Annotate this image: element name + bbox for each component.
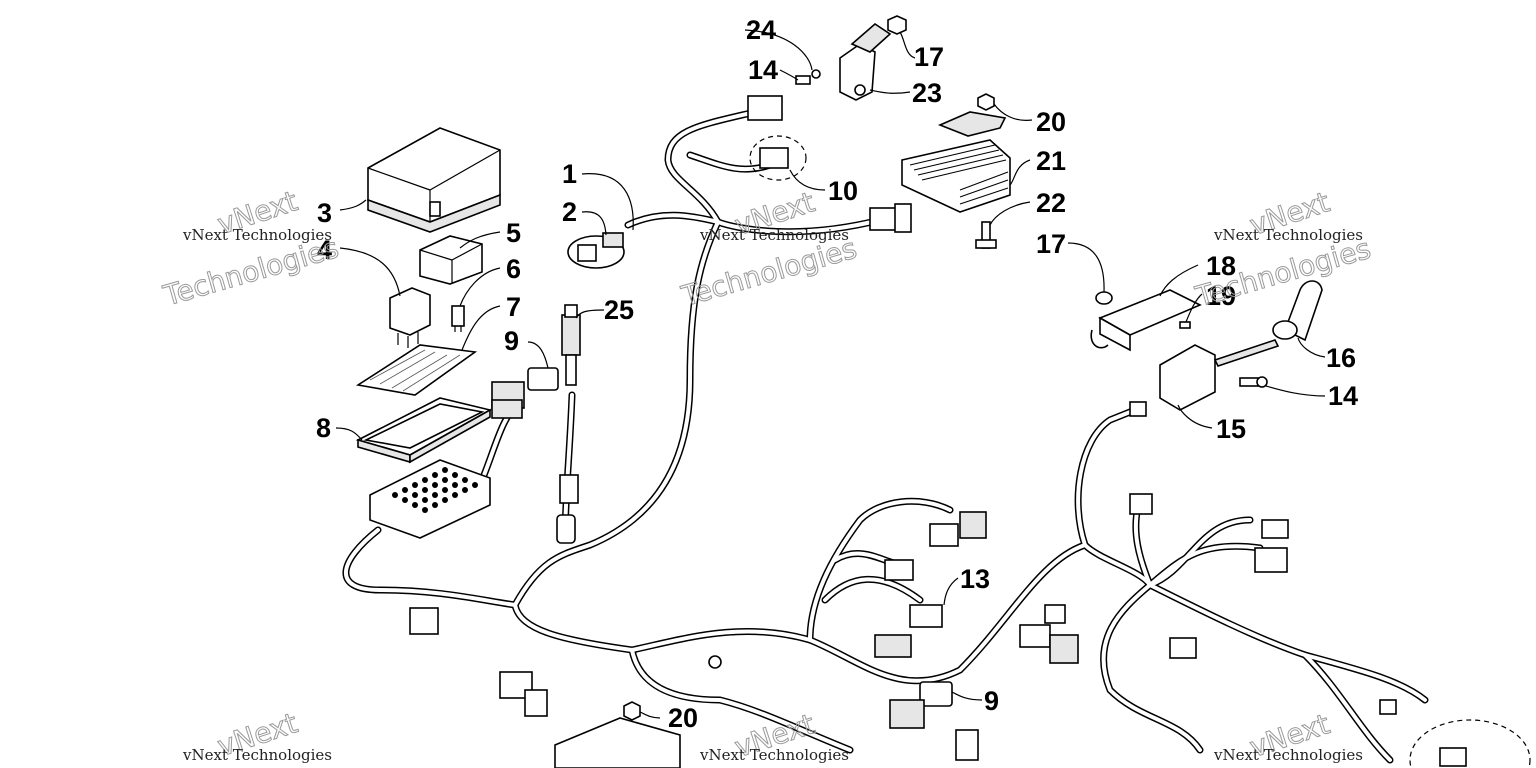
callout-25: 25 — [604, 295, 634, 325]
callout-1: 1 — [562, 159, 577, 189]
ignition-coil — [1129, 339, 1280, 417]
svg-text:vNext Technologies: vNext Technologies — [699, 746, 849, 764]
coil-screw-14 — [1239, 376, 1268, 388]
callout-13: 13 — [960, 564, 990, 594]
watermark-bottom-left: vNext vNext Technologies — [182, 706, 332, 764]
callout-23: 23 — [912, 78, 942, 108]
callout-19: 19 — [1206, 281, 1236, 311]
watermarks: vNext vNext Technologies Technologies vN… — [159, 184, 1375, 765]
ground-terminal — [708, 655, 722, 669]
coil-nut-17 — [1095, 291, 1113, 305]
connector-bottom-left — [499, 671, 548, 717]
spark-plug-cap — [1272, 280, 1323, 342]
regulator-connector — [869, 203, 912, 233]
callout-14-top: 14 — [748, 55, 778, 85]
callout-16: 16 — [1326, 343, 1356, 373]
callout-9-lower: 9 — [984, 686, 999, 716]
relay-large — [419, 235, 483, 285]
callout-5: 5 — [506, 218, 521, 248]
oxygen-sensor — [556, 304, 581, 544]
callout-3: 3 — [317, 198, 332, 228]
callout-22: 22 — [1036, 188, 1066, 218]
regulator-nut — [937, 93, 1007, 137]
callout-21: 21 — [1036, 146, 1066, 176]
callout-15: 15 — [1216, 414, 1246, 444]
svg-text:vNext Technologies: vNext Technologies — [699, 226, 849, 244]
svg-text:vNext Technologies: vNext Technologies — [182, 746, 332, 764]
callout-2: 2 — [562, 197, 577, 227]
callout-6: 6 — [506, 254, 521, 284]
svg-text:vNext Technologies: vNext Technologies — [1213, 746, 1363, 764]
callout-labels: 1 2 3 4 5 6 7 8 9 25 10 24 14 17 23 20 2… — [316, 15, 1358, 733]
fuse — [451, 305, 465, 332]
callout-20-top: 20 — [1036, 107, 1066, 137]
callout-20-bottom: 20 — [668, 703, 698, 733]
fuse-box-cover — [367, 127, 501, 233]
callout-18: 18 — [1206, 251, 1236, 281]
connector-plug-upper — [491, 367, 559, 419]
coil-bracket — [1090, 289, 1202, 352]
bracket-screw-14-top — [795, 69, 821, 85]
fuse-box-gasket — [355, 397, 493, 464]
callout-9-upper: 9 — [504, 326, 519, 356]
callout-7: 7 — [506, 292, 521, 322]
bracket-nut-17-top — [887, 15, 907, 35]
harness-connector-top — [747, 95, 783, 121]
callout-leaders — [335, 29, 1326, 719]
callout-17-top: 17 — [914, 42, 944, 72]
watermark-top-left: vNext vNext Technologies Technologies — [159, 184, 343, 313]
relay-small — [389, 287, 431, 348]
fuse-label-sheet — [355, 344, 478, 396]
ignition-plug — [567, 232, 625, 269]
harness-connector-left — [409, 607, 439, 635]
voltage-regulator — [901, 139, 1011, 213]
callout-14-mid: 14 — [1328, 381, 1358, 411]
callout-4: 4 — [317, 235, 332, 265]
callout-10: 10 — [828, 176, 858, 206]
svg-text:vNext Technologies: vNext Technologies — [182, 226, 332, 244]
ecu-nut — [623, 701, 641, 721]
coil-screw-19 — [1179, 321, 1191, 329]
regulator-bolt — [975, 221, 997, 249]
watermark-bottom-right: vNext vNext Technologies — [1213, 707, 1363, 765]
callout-24: 24 — [746, 15, 776, 45]
svg-text:vNext Technologies: vNext Technologies — [1213, 226, 1363, 244]
watermark-top-right: vNext vNext Technologies Technologies — [1191, 185, 1375, 314]
sensor-bracket — [839, 22, 892, 101]
callout-8: 8 — [316, 413, 331, 443]
connector-cluster-right — [1019, 493, 1531, 768]
callout-17-mid: 17 — [1036, 229, 1066, 259]
connector-plug-lower — [889, 681, 979, 761]
fuse-box-base — [369, 459, 491, 539]
harness-connector-10 — [749, 135, 807, 181]
connector-cluster-13 — [874, 511, 987, 658]
engine-control-unit — [554, 717, 681, 768]
